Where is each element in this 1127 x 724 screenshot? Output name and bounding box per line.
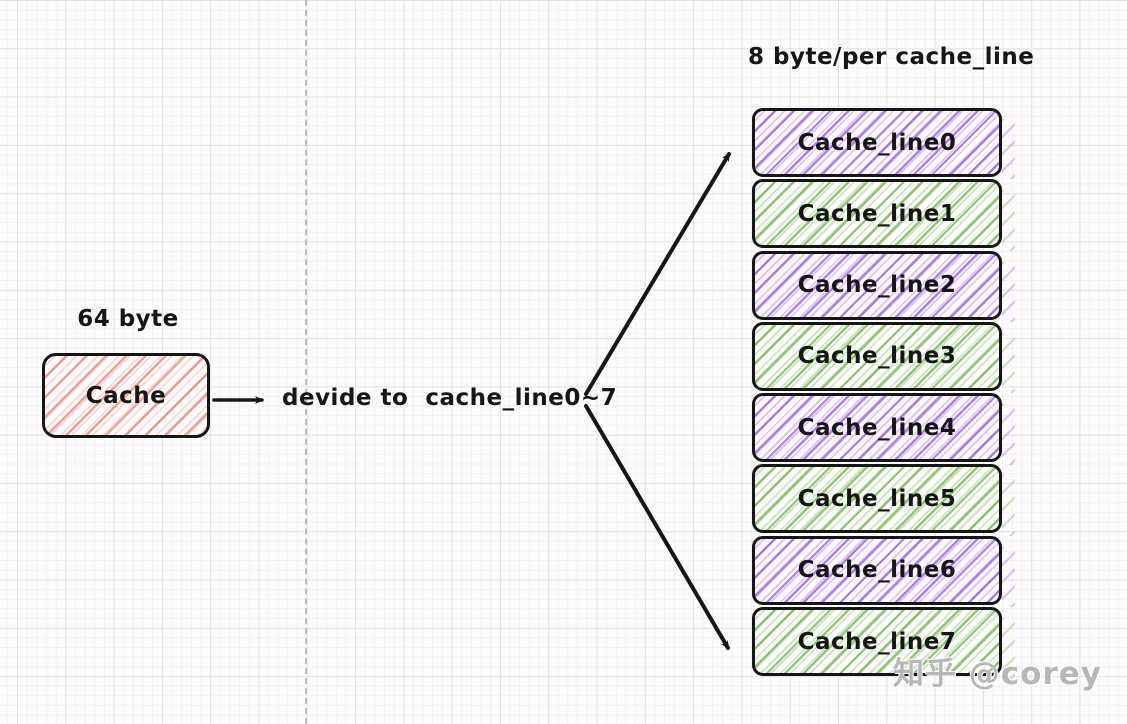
cache-line-label: Cache_line3 (797, 343, 957, 370)
cache-line-label: Cache_line5 (797, 485, 957, 512)
arrow-action-to-line0 (584, 152, 731, 396)
cache-line-box: Cache_line2 (752, 250, 1015, 323)
arrow-action-to-line7 (584, 404, 730, 650)
cache-box-label: Cache (85, 382, 167, 409)
cache-box: Cache (42, 353, 210, 438)
cache-line-label: Cache_line7 (797, 628, 957, 655)
cache-line-box: Cache_line4 (752, 393, 1015, 465)
cache-line-label: Cache_line2 (797, 272, 957, 299)
cache-line-box: Cache_line1 (752, 179, 1015, 251)
cache-size-label: 64 byte (77, 306, 179, 332)
cache-line-size-title: 8 byte/per cache_line (748, 44, 1035, 70)
cache-line-box: Cache_line6 (752, 535, 1015, 608)
cache-line-box: Cache_line5 (752, 464, 1015, 536)
page-divider-dashed-line (305, 0, 307, 724)
cache-line-box: Cache_line3 (752, 321, 1015, 394)
cache-line-label: Cache_line4 (797, 414, 957, 441)
cache-line-label: Cache_line0 (797, 129, 957, 156)
cache-line-box: Cache_line0 (752, 108, 1015, 180)
cache-line-box: Cache_line7 (752, 607, 1015, 679)
cache-line-label: Cache_line1 (797, 200, 957, 227)
cache-line-label: Cache_line6 (797, 557, 957, 584)
divide-action-label: devide to cache_line0~7 (282, 385, 618, 411)
watermark: 知乎 @corey (893, 656, 1102, 692)
